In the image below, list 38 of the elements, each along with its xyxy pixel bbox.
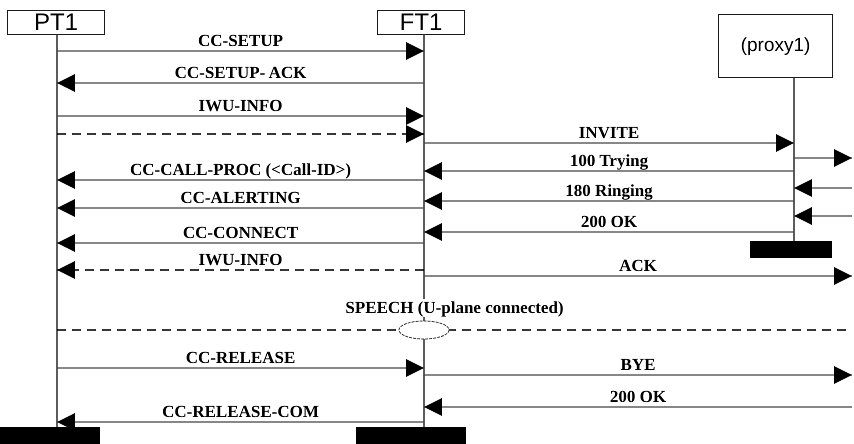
message-arrow bbox=[424, 192, 794, 210]
message-arrow bbox=[794, 179, 852, 197]
message-arrow bbox=[57, 74, 424, 92]
message-label: 100 Trying bbox=[570, 152, 648, 170]
message-label: IWU-INFO bbox=[198, 97, 283, 115]
message-label: CC-ALERTING bbox=[180, 189, 301, 207]
participant-lifeline: PT1 bbox=[0, 10, 105, 444]
message-arrow bbox=[57, 171, 424, 189]
message-arrow bbox=[57, 107, 424, 125]
message-label: IWU-INFO bbox=[198, 251, 283, 269]
message-arrow bbox=[424, 134, 794, 152]
message-arrow bbox=[57, 261, 424, 279]
message-label: SPEECH (U-plane connected) bbox=[345, 299, 564, 317]
message-label: CC-CONNECT bbox=[182, 224, 298, 242]
message-arrow bbox=[794, 149, 852, 167]
message-arrow bbox=[57, 199, 424, 217]
message-label: CC-SETUP- ACK bbox=[174, 64, 306, 82]
message-arrow bbox=[424, 267, 852, 285]
message-arrow bbox=[57, 234, 424, 252]
message-label: CC-SETUP bbox=[198, 32, 283, 50]
message-label: INVITE bbox=[578, 124, 640, 142]
message-arrow bbox=[57, 359, 424, 377]
message-label: CC-RELEASE bbox=[186, 349, 296, 367]
message-arrow bbox=[424, 162, 794, 180]
message-label: 180 Ringing bbox=[565, 182, 653, 200]
message-label: CC-RELEASE-COM bbox=[162, 403, 319, 421]
message-label: BYE bbox=[620, 356, 656, 374]
message-label: 200 OK bbox=[610, 388, 666, 406]
message-arrow bbox=[794, 207, 852, 225]
message-label: CC-CALL-PROC (<Call-ID>) bbox=[130, 161, 351, 179]
message-label: ACK bbox=[619, 257, 657, 275]
participant-lifeline: (proxy1) bbox=[718, 14, 833, 258]
message-arrow bbox=[424, 223, 794, 241]
message-arrow bbox=[57, 42, 424, 60]
message-arrow bbox=[57, 125, 424, 143]
message-arrow bbox=[424, 366, 852, 384]
message-arrow bbox=[424, 398, 852, 416]
message-label: 200 OK bbox=[580, 213, 638, 231]
